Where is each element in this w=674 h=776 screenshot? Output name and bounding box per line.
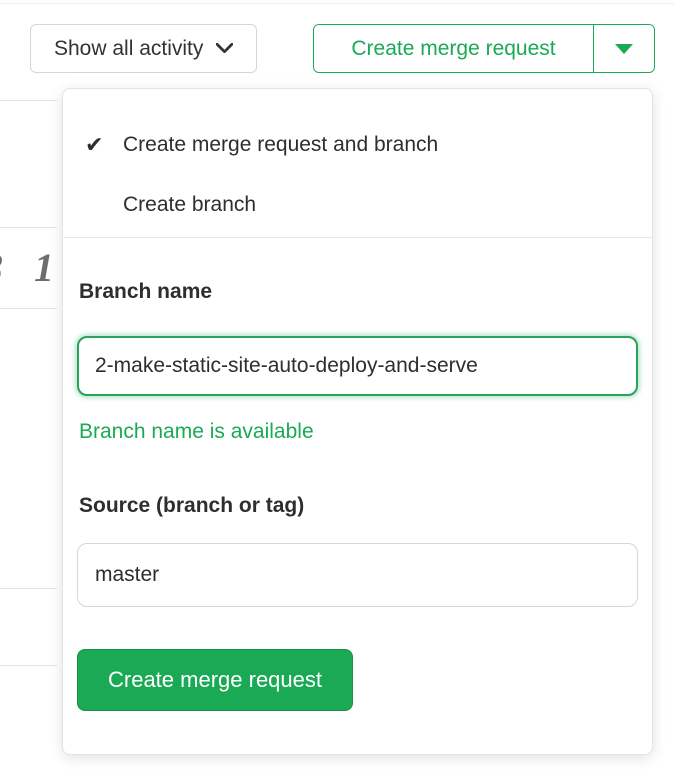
background-divider	[0, 3, 674, 4]
background-divider	[0, 308, 57, 309]
background-text-fragment: 1	[34, 245, 54, 290]
check-icon: ✔	[85, 132, 104, 157]
activity-filter-label: Show all activity	[54, 36, 204, 60]
branch-name-input[interactable]	[77, 336, 638, 396]
create-merge-request-split-button: Create merge request	[313, 24, 655, 73]
background-divider	[0, 227, 57, 228]
menu-divider	[63, 237, 652, 238]
caret-down-icon	[615, 43, 633, 54]
create-merge-request-dropdown-panel: ✔ Create merge request and branch Create…	[62, 88, 653, 755]
create-merge-request-caret-button[interactable]	[593, 25, 654, 72]
menu-item-create-branch[interactable]: Create branch	[63, 175, 652, 235]
background-divider	[0, 100, 57, 101]
create-merge-request-button[interactable]: Create merge request	[314, 25, 593, 72]
create-merge-request-submit-button[interactable]: Create merge request	[77, 649, 353, 711]
background-text-fragment: 3	[0, 248, 3, 288]
source-input[interactable]	[77, 543, 638, 607]
menu-item-label: Create merge request and branch	[123, 133, 439, 156]
dropdown-menu: ✔ Create merge request and branch Create…	[63, 89, 652, 235]
menu-item-create-mr-and-branch[interactable]: ✔ Create merge request and branch	[63, 115, 652, 175]
background-divider	[0, 588, 57, 589]
create-branch-form: Branch name Branch name is available Sou…	[63, 280, 652, 711]
source-label: Source (branch or tag)	[79, 494, 305, 517]
menu-item-label: Create branch	[123, 193, 257, 216]
background-divider	[0, 665, 57, 666]
chevron-down-icon	[216, 43, 234, 54]
branch-name-label: Branch name	[79, 280, 213, 303]
branch-name-available-message: Branch name is available	[79, 420, 314, 443]
activity-filter-dropdown[interactable]: Show all activity	[30, 24, 258, 73]
